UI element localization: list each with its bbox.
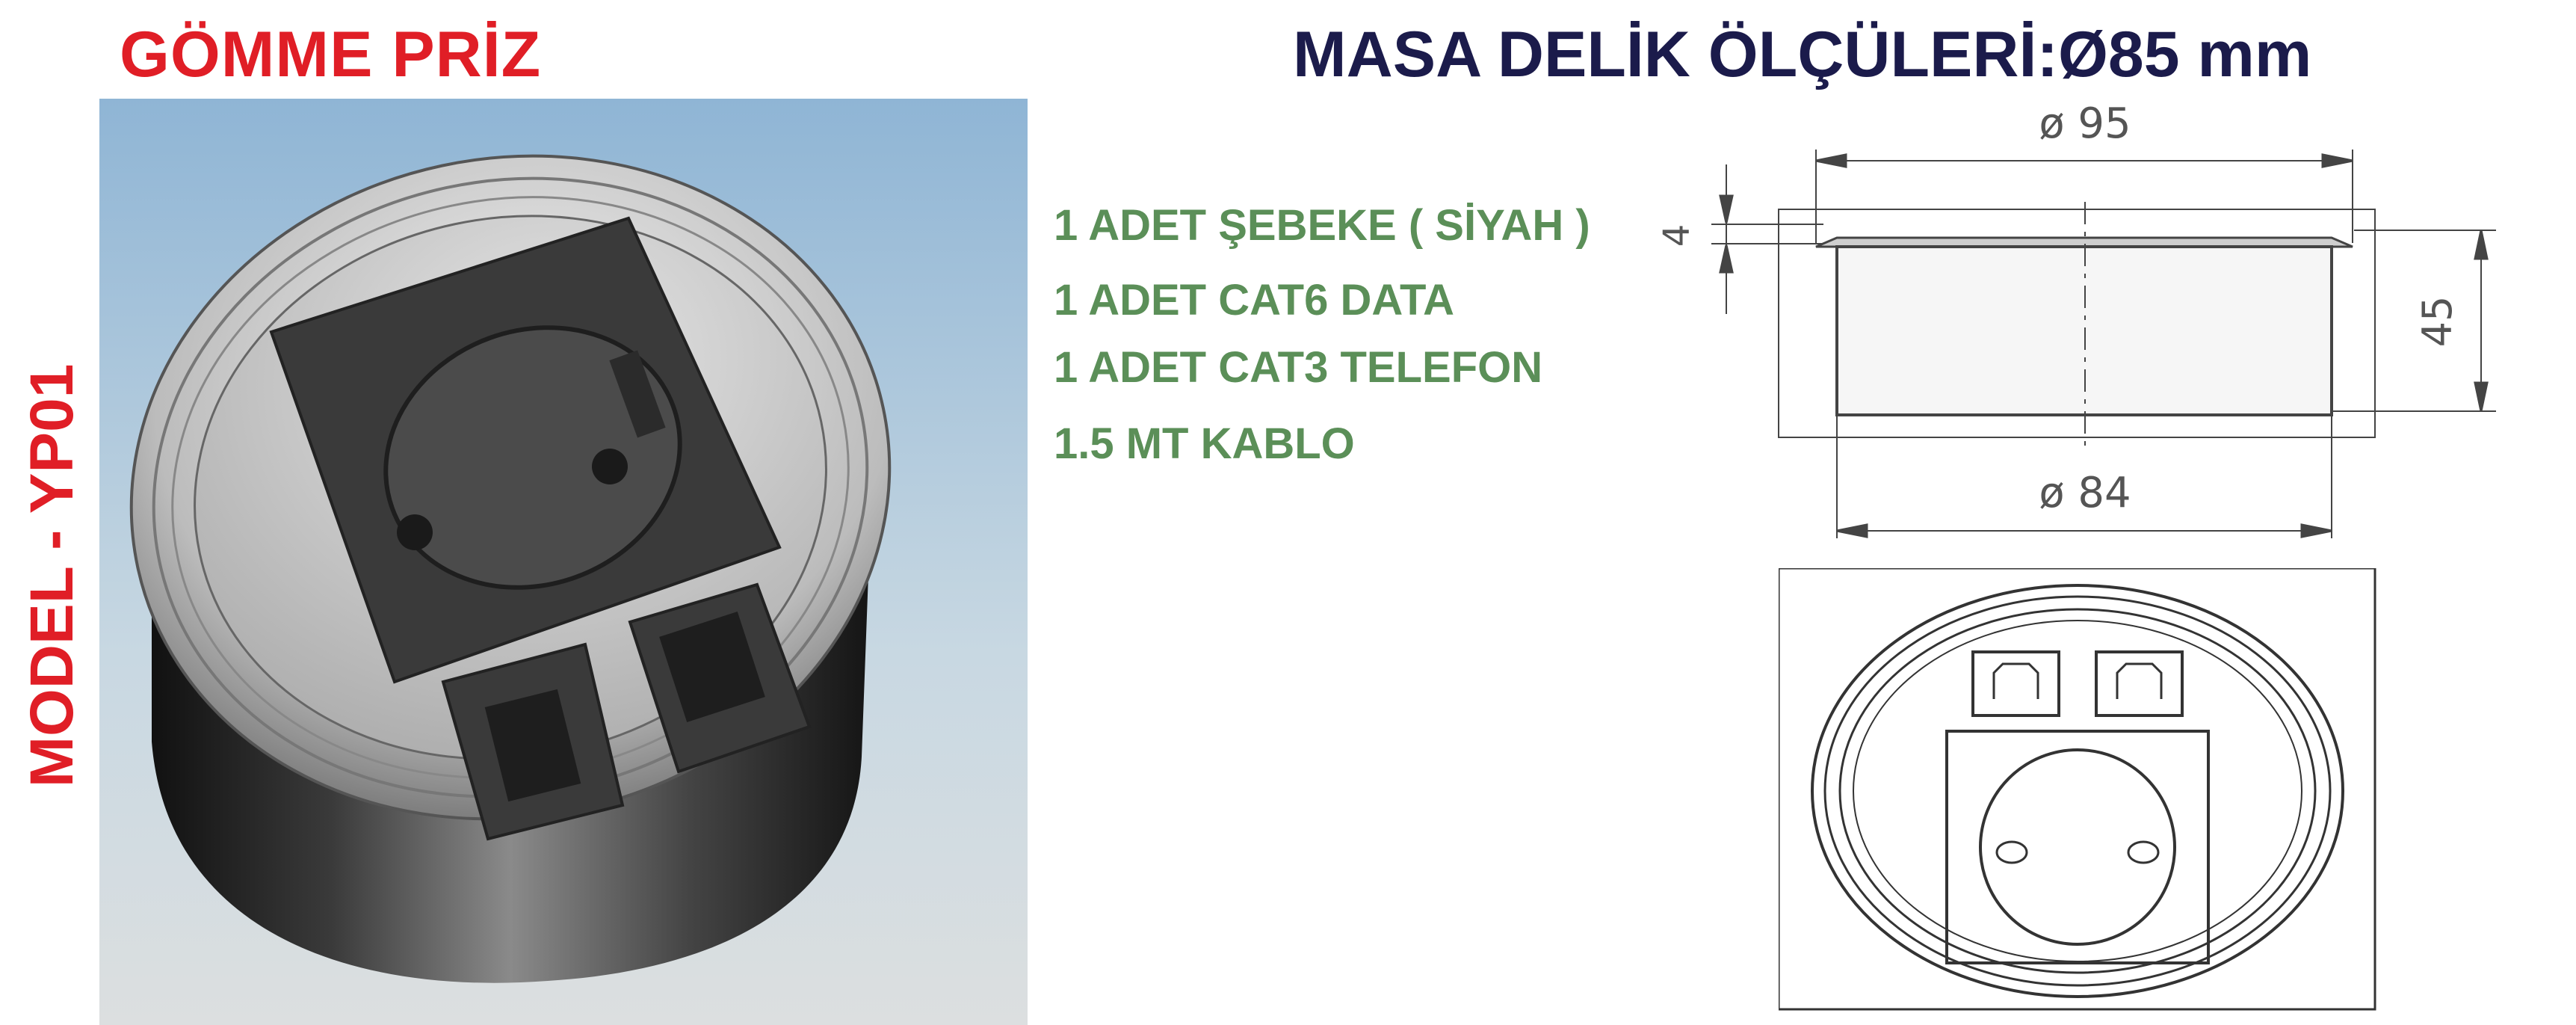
side-view-drawing: ø 95 ø 84 4 45 xyxy=(1656,105,2496,538)
feature-item-power: 1 ADET ŞEBEKE ( SİYAH ) xyxy=(1054,201,1590,250)
model-label-container: MODEL - YP01 xyxy=(0,351,105,800)
model-label: MODEL - YP01 xyxy=(18,363,86,788)
product-render-image xyxy=(99,99,1028,1025)
feature-item-cat6: 1 ADET CAT6 DATA xyxy=(1054,276,1454,324)
dimension-top-diameter: ø 95 xyxy=(2039,105,2131,148)
dimension-body-height: 45 xyxy=(2414,296,2461,348)
dimension-bottom-diameter: ø 84 xyxy=(2039,469,2131,517)
product-title: GÖMME PRİZ xyxy=(120,19,542,90)
feature-item-cable: 1.5 MT KABLO xyxy=(1054,419,1355,468)
dimension-flange-height: 4 xyxy=(1656,224,1698,247)
top-view-drawing xyxy=(1779,568,2376,1011)
hole-size-title: MASA DELİK ÖLÇÜLERİ:Ø85 mm xyxy=(1293,19,2312,90)
feature-item-cat3: 1 ADET CAT3 TELEFON xyxy=(1054,343,1543,392)
